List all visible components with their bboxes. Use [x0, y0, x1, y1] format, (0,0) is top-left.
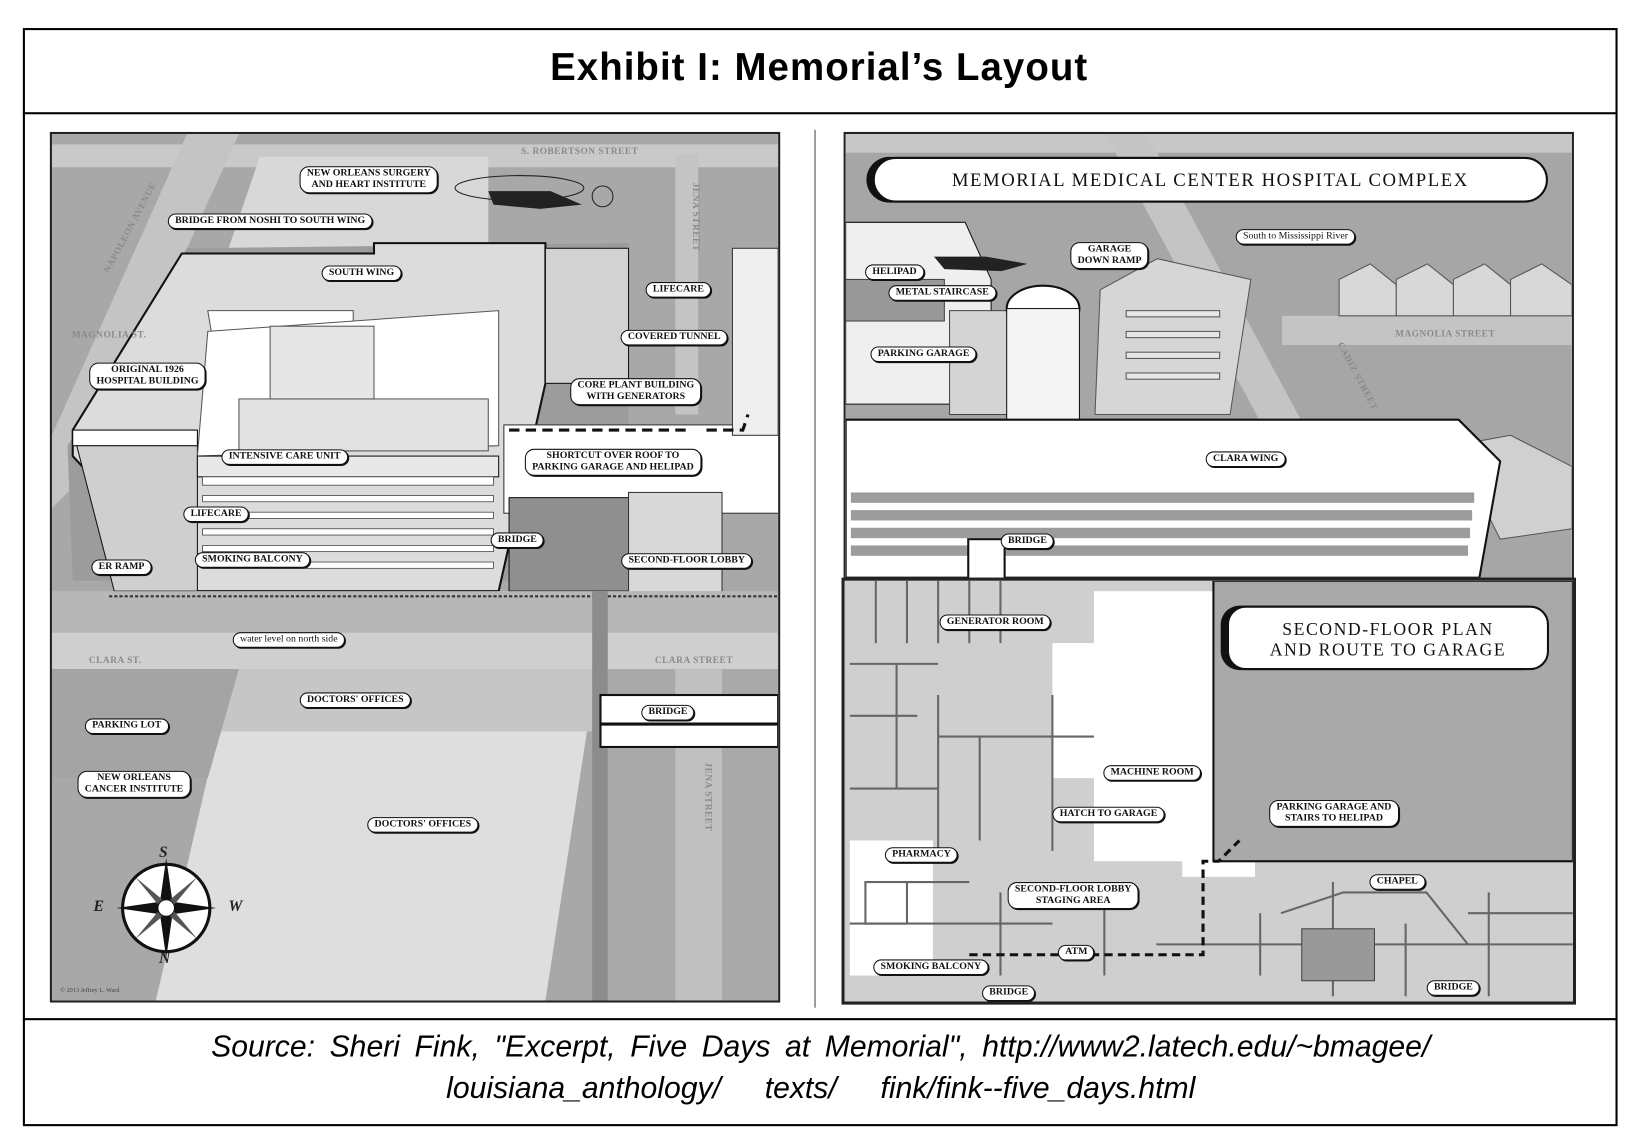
street-magnolia-right: MAGNOLIA STREET: [1395, 328, 1496, 339]
source-divider: [22, 1018, 1616, 1021]
label-er-ramp: ER RAMP: [91, 559, 152, 576]
label-pharmacy: PHARMACY: [884, 847, 959, 863]
label-parking-garage: PARKING GARAGE: [870, 346, 977, 363]
title-divider: [22, 112, 1616, 115]
label-south-wing: SOUTH WING: [321, 265, 402, 282]
label-doctors-offices-1: DOCTORS' OFFICES: [299, 692, 411, 709]
label-lifecare-low: LIFECARE: [183, 506, 249, 523]
compass-n: N: [158, 950, 171, 968]
label-bridge-noshi: BRIDGE FROM NOSHI TO SOUTH WING: [167, 213, 373, 230]
exhibit-frame: [22, 28, 1618, 1127]
label-bridge-mid: BRIDGE: [490, 532, 545, 549]
label-second-floor-lobby: SECOND-FLOOR LOBBY: [621, 553, 753, 569]
label-bridge-plan-right: BRIDGE: [1426, 980, 1481, 996]
compass-e: E: [93, 898, 104, 916]
label-bridge-right: BRIDGE: [1000, 533, 1055, 550]
label-smoking-balcony-plan: SMOKING BALCONY: [873, 959, 989, 976]
label-machine-room: MACHINE ROOM: [1103, 765, 1201, 781]
label-chapel: CHAPEL: [1369, 874, 1426, 890]
street-clara-right: CLARA STREET: [654, 654, 734, 665]
source-line-1: Source: Sheri Fink, "Excerpt, Five Days …: [211, 1030, 1431, 1064]
label-doctors-offices-2: DOCTORS' OFFICES: [367, 817, 479, 833]
label-smoking-balcony: SMOKING BALCONY: [194, 552, 311, 568]
right-map-illustration: MEMORIAL MEDICAL CENTER HOSPITAL COMPLEX…: [843, 131, 1574, 580]
label-lifecare-top: LIFECARE: [645, 282, 712, 298]
street-s-robertson: S. ROBERTSON STREET: [521, 145, 639, 156]
label-atm: ATM: [1057, 944, 1095, 961]
label-water-level: water level on north side: [232, 632, 345, 648]
label-hatch: HATCH TO GARAGE: [1052, 806, 1165, 823]
label-covered-tunnel: COVERED TUNNEL: [620, 329, 728, 346]
label-bridge-low: BRIDGE: [641, 704, 695, 721]
left-map-drawing: [51, 134, 779, 1001]
label-metal-staircase: METAL STAIRCASE: [888, 285, 997, 301]
source-line-2: louisiana_anthology/ texts/ fink/fink--f…: [446, 1072, 1196, 1106]
label-generator-room: GENERATOR ROOM: [939, 614, 1052, 631]
compass-s: S: [158, 844, 168, 862]
label-helipad: HELIPAD: [865, 264, 924, 280]
exhibit-title: Exhibit I: Memorial’s Layout: [550, 45, 1089, 89]
street-clara-left: CLARA ST.: [88, 654, 142, 665]
label-icu: INTENSIVE CARE UNIT: [221, 449, 348, 465]
label-parking-lot: PARKING LOT: [84, 718, 169, 734]
compass-w: W: [228, 898, 243, 916]
label-south-river: South to Mississippi River: [1235, 229, 1356, 245]
label-clara-wing: CLARA WING: [1205, 451, 1286, 467]
street-jena-bottom: JENA STREET: [703, 762, 714, 832]
label-bridge-plan-left: BRIDGE: [982, 985, 1036, 1001]
panel-divider: [814, 129, 816, 1008]
complex-title: MEMORIAL MEDICAL CENTER HOSPITAL COMPLEX: [872, 156, 1548, 203]
compass-rose-icon: [116, 858, 217, 958]
left-map-illustration: S. ROBERTSON STREET NAPOLEON AVENUE JENA…: [49, 131, 781, 1003]
street-jena-top: JENA STREET: [690, 182, 702, 252]
copyright: © 2013 Jeffrey L. Ward: [60, 987, 120, 995]
street-magnolia: MAGNOLIA ST.: [71, 329, 147, 340]
